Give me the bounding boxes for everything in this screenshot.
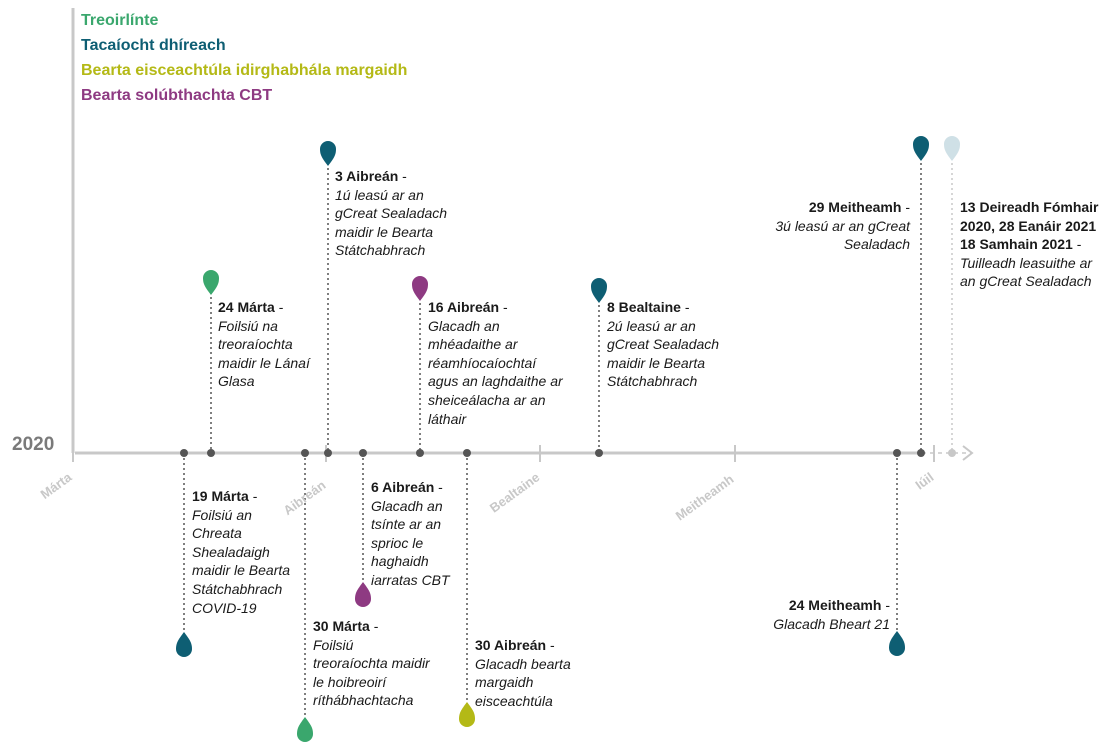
pin-marker-icon [913, 136, 929, 161]
legend-item-tacaiocht: Tacaíocht dhíreach [81, 37, 226, 54]
event-30-marta: 30 Márta - Foilsiú treoraíochta maidir l… [313, 618, 430, 709]
year-label: 2020 [12, 434, 55, 455]
event-text: 1ú leasú ar an gCreat Sealadach maidir l… [335, 186, 448, 259]
event-date: 30 Márta [313, 618, 370, 634]
event-30-aibrean: 30 Aibreán - Glacadh bearta margaidh eis… [475, 637, 571, 709]
pin-marker-icon [944, 136, 960, 161]
event-text: Foilsiú na treoraíochta maidir le Lánaí … [218, 317, 310, 390]
event-date: 19 Márta [192, 488, 249, 504]
event-date: 29 Meitheamh [808, 199, 902, 215]
event-text: Glacadh an tsínte ar an sprioc le haghai… [371, 497, 450, 588]
pin-marker-icon [203, 270, 219, 295]
pin-marker-icon [297, 717, 313, 742]
event-text: Foilsiú an Chreata Shealadaigh maidir le… [192, 506, 291, 616]
event-29-meitheamh: 29 Meitheamh - 3ú leasú ar an gCreat Sea… [775, 199, 910, 253]
event-16-aibrean: 16 Aibreán - Glacadh an mhéadaithe ar ré… [428, 299, 563, 427]
legend-item-treoirlinte: Treoirlínte [81, 12, 159, 29]
event-6-aibrean: 6 Aibreán - Glacadh an tsínte ar an spri… [371, 479, 450, 588]
event-dot [359, 449, 367, 457]
event-text: Glacadh an mhéadaithe ar réamhíocaíochta… [428, 317, 563, 427]
pin-marker-icon [459, 702, 475, 727]
event-19-marta: 19 Márta - Foilsiú an Chreata Shealadaig… [192, 488, 291, 616]
event-text: 2ú leasú ar an gCreat Sealadach maidir l… [607, 317, 720, 390]
pin-marker-icon [591, 278, 607, 303]
event-text: Glacadh Bheart 21 [773, 615, 890, 632]
event-further-amendments: 13 Deireadh Fómhair 2020, 28 Eanáir 2021… [960, 199, 1099, 290]
event-text: Tuilleadh leasuithe ar an gCreat Sealada… [960, 254, 1093, 290]
legend: Treoirlínte Tacaíocht dhíreach Bearta ei… [81, 8, 407, 108]
event-dot [416, 449, 424, 457]
event-date: 6 Aibreán [371, 479, 435, 495]
event-text: Foilsiú treoraíochta maidir le hoibreoir… [313, 636, 430, 709]
event-dot [463, 449, 471, 457]
event-dot [207, 449, 215, 457]
pin-marker-icon [320, 141, 336, 166]
event-date: 30 Aibreán [475, 637, 547, 653]
event-text: Glacadh bearta margaidh eisceachtúla [475, 655, 571, 709]
pin-marker-icon [355, 582, 371, 607]
event-date: 8 Bealtaine [607, 299, 681, 315]
event-dot [893, 449, 901, 457]
legend-item-bearta-eisceachtula: Bearta eisceachtúla idirghabhála margaid… [81, 62, 408, 79]
event-3-aibrean: 3 Aibreán - 1ú leasú ar an gCreat Sealad… [335, 168, 448, 259]
event-8-bealtaine: 8 Bealtaine - 2ú leasú ar an gCreat Seal… [607, 299, 720, 390]
event-dot [948, 449, 956, 457]
event-date: 24 Márta [218, 299, 275, 315]
event-dot [917, 449, 925, 457]
pin-marker-icon [412, 276, 428, 301]
event-dot [595, 449, 603, 457]
event-date: 24 Meitheamh [788, 597, 882, 613]
event-24-marta: 24 Márta - Foilsiú na treoraíochta maidi… [218, 299, 310, 390]
event-date: 16 Aibreán [428, 299, 500, 315]
event-date: 3 Aibreán [335, 168, 399, 184]
timeline-arrow-icon [962, 445, 974, 461]
event-text: 3ú leasú ar an gCreat Sealadach [775, 217, 910, 253]
event-date: 13 Deireadh Fómhair 2020, 28 Eanáir 2021… [960, 199, 1099, 253]
event-24-meitheamh: 24 Meitheamh - Glacadh Bheart 21 [773, 597, 890, 632]
pin-marker-icon [176, 632, 192, 657]
event-dot [301, 449, 309, 457]
event-dot [324, 449, 332, 457]
event-dot [180, 449, 188, 457]
pin-marker-icon [889, 631, 905, 656]
legend-item-bearta-cbt: Bearta solúbthachta CBT [81, 87, 273, 104]
